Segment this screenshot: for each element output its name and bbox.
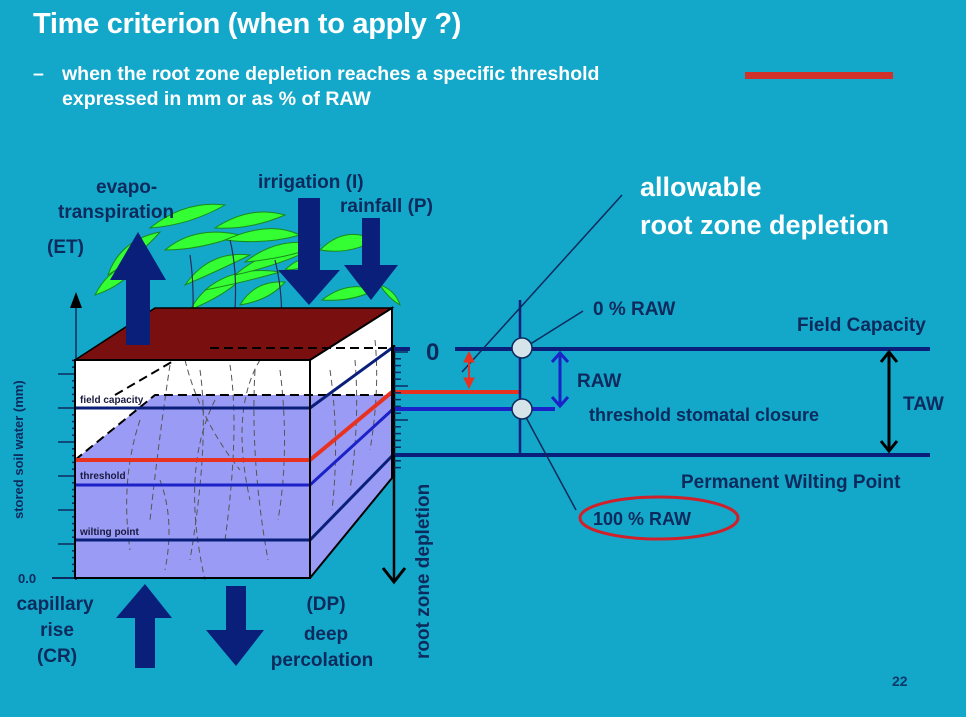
label-cr-1: capillary <box>16 594 94 615</box>
label-rainfall: rainfall (P) <box>340 196 433 217</box>
label-dp-2: deep <box>304 624 348 645</box>
soil-block-outline <box>74 306 393 579</box>
label-dp-1: (DP) <box>306 594 345 615</box>
label-allowable-2: root zone depletion <box>640 210 889 240</box>
label-dp-3: percolation <box>271 650 373 671</box>
threshold-legend-line <box>745 72 893 79</box>
slide-title: Time criterion (when to apply ?) <box>33 8 462 40</box>
label-et-1: evapo- <box>96 177 157 198</box>
label-raw: RAW <box>577 371 621 392</box>
label-pwp: Permanent Wilting Point <box>681 472 901 493</box>
label-field-capacity: field capacity <box>80 395 144 406</box>
label-field-capacity-right: Field Capacity <box>797 315 926 336</box>
hundred-raw-highlight-circle <box>578 495 740 541</box>
threshold-red-line <box>75 390 520 462</box>
label-taw: TAW <box>903 394 944 415</box>
allowable-depletion-arrow <box>463 350 475 390</box>
et-arrow-up <box>110 232 166 345</box>
label-hundred-raw: 100 % RAW <box>593 509 691 529</box>
label-et-2: transpiration <box>58 202 174 223</box>
label-axis-zero: 0.0 <box>18 571 36 586</box>
bullet-text-line-2: expressed in mm or as % of RAW <box>62 88 371 110</box>
label-allowable-1: allowable <box>640 172 762 202</box>
label-irrigation: irrigation (I) <box>258 172 364 193</box>
label-cr-3: (CR) <box>37 646 77 667</box>
bullet-marker: – <box>33 63 44 85</box>
zero-raw-pointer-line <box>523 310 584 349</box>
allowable-pointer-line <box>461 194 623 373</box>
hundred-raw-pointer-line <box>521 409 577 511</box>
water-front-dashed-edge <box>74 394 392 461</box>
capillary-rise-arrow-up <box>116 584 172 668</box>
label-cr-2: rise <box>40 620 74 641</box>
label-depletion-zero: 0 <box>426 339 439 366</box>
deep-percolation-arrow-down <box>206 586 264 666</box>
label-et-3: (ET) <box>47 237 84 258</box>
rainfall-arrow-down <box>344 218 398 300</box>
raw-arrow <box>550 350 570 409</box>
label-root-zone-depletion: root zone depletion <box>413 484 434 659</box>
bullet-text-line-1: when the root zone depletion reaches a s… <box>62 63 600 85</box>
hundred-raw-marker <box>511 398 533 420</box>
label-zero-raw: 0 % RAW <box>593 299 675 320</box>
irrigation-arrow-down <box>278 198 340 305</box>
label-wilting-point: wilting point <box>79 527 140 538</box>
label-threshold-stomatal: threshold stomatal closure <box>589 405 819 425</box>
label-stored-soil-water: stored soil water (mm) <box>11 380 26 519</box>
depletion-axis <box>381 345 410 585</box>
taw-arrow <box>879 349 899 454</box>
fc-dashed-edge <box>114 347 392 396</box>
zero-raw-marker <box>511 337 533 359</box>
page-number: 22 <box>892 673 908 689</box>
label-threshold: threshold <box>80 471 126 482</box>
